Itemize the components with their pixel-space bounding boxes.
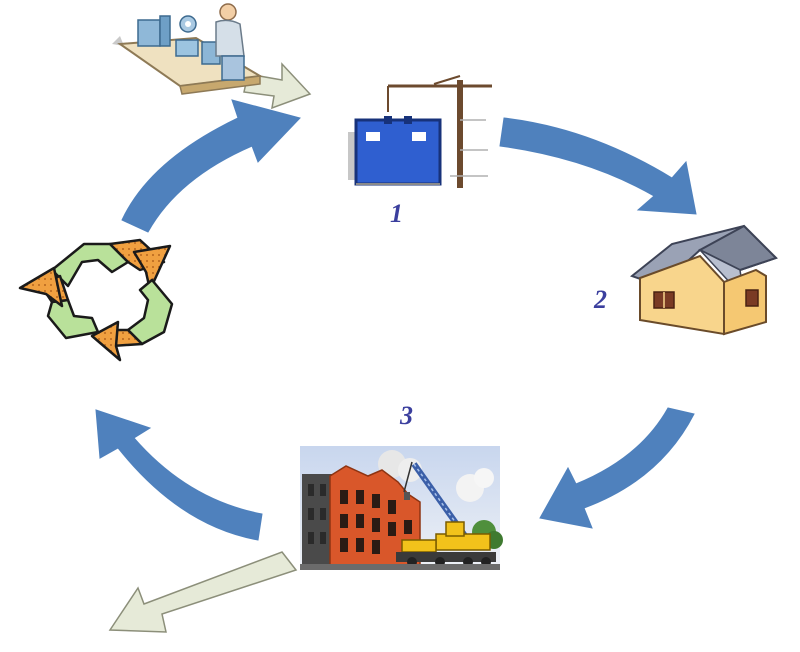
house-icon <box>629 224 778 336</box>
step-number-3: 3 <box>399 401 413 430</box>
output-arrow <box>108 551 298 633</box>
cycle-arrow-house-to-demolition <box>539 407 695 529</box>
factory-production-icon <box>112 3 264 95</box>
cycle-arrow-recycle-to-design <box>121 99 301 233</box>
input-arrow <box>243 62 312 110</box>
demolition-crane-icon <box>300 446 503 570</box>
step-number-2: 2 <box>593 285 607 314</box>
recycle-icon <box>18 238 174 362</box>
cycle-arrow-design-to-house <box>499 117 697 215</box>
building-design-icon <box>348 75 492 188</box>
step-number-1: 1 <box>390 199 403 228</box>
cycle-arrow-demolition-to-recycle <box>95 409 263 541</box>
